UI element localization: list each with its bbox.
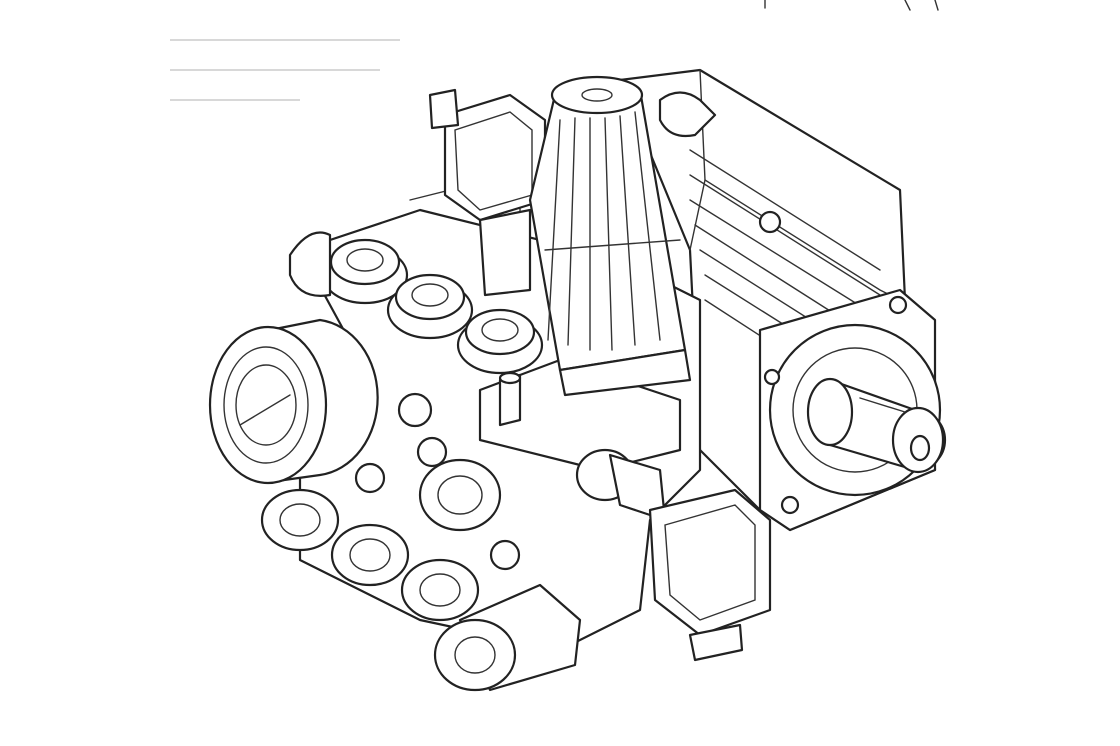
top-sensor	[428, 88, 547, 297]
drive-shaft	[806, 377, 947, 474]
valve-cap	[456, 308, 544, 375]
scan-artifacts	[170, 0, 939, 101]
oil-cap	[658, 91, 717, 138]
valve-cap	[321, 238, 409, 305]
side-fitting	[498, 371, 667, 522]
valve-cap	[386, 273, 474, 340]
pressure-switch	[648, 488, 772, 662]
outlet-ports	[260, 392, 582, 692]
valve-caps	[288, 231, 544, 375]
unloader-knob	[528, 75, 692, 397]
pressure-gauge	[208, 318, 379, 485]
